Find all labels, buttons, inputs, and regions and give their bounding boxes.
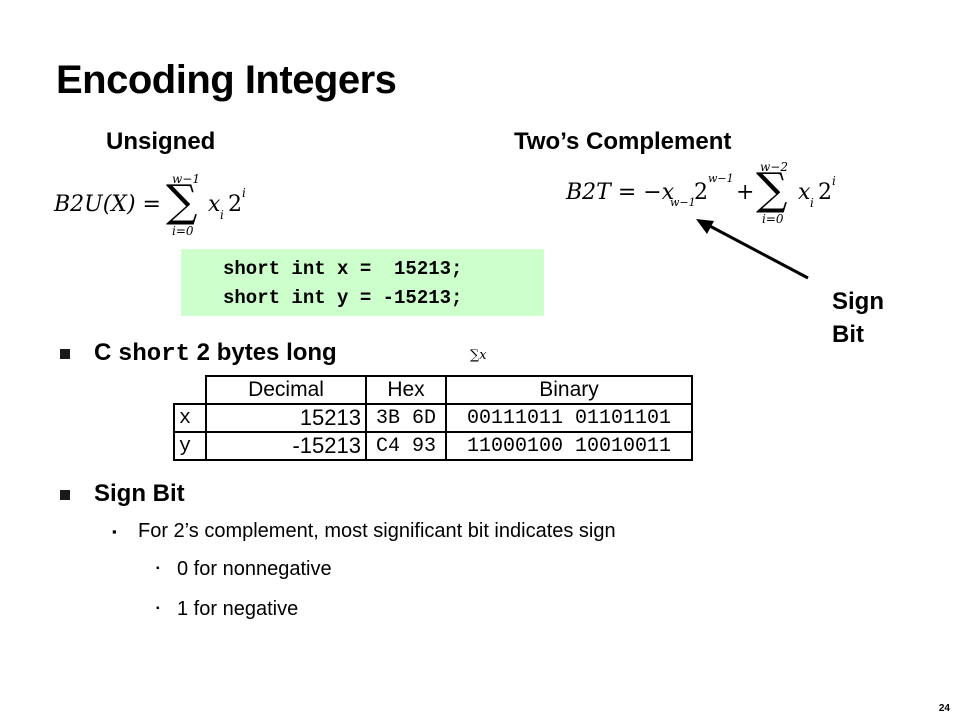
encoding-table: Decimal Hex Binary x 15213 3B 6D 0011101…	[173, 375, 693, 461]
bullet-short-prefix: C	[94, 339, 118, 366]
sign-bit-label: Sign Bit	[832, 285, 884, 351]
bullet-short-size: C short 2 bytes long	[94, 339, 337, 368]
table-header-binary: Binary	[445, 375, 693, 405]
table-header-hex: Hex	[365, 375, 447, 405]
bullet-square	[60, 490, 70, 500]
table-row-label: y	[173, 431, 207, 461]
code-line-2: short int y = -15213;	[223, 287, 463, 309]
bullet-short-suffix: 2 bytes long	[190, 339, 337, 366]
table-cell-decimal: 15213	[205, 403, 367, 433]
table-cell-binary: 00111011 01101101	[445, 403, 693, 433]
table-cell-hex: 3B 6D	[365, 403, 447, 433]
b2t-sub1: w−1	[670, 196, 696, 209]
b2t-base: 2	[694, 180, 708, 205]
table-corner	[174, 376, 207, 405]
b2u-exp: i	[242, 186, 246, 200]
bullet-short-code: short	[118, 341, 191, 368]
sigma-symbol-2: ∑	[756, 164, 788, 215]
sigma-symbol: ∑	[166, 176, 198, 227]
b2u-sum-bottom: i=0	[172, 224, 194, 238]
slide-title: Encoding Integers	[56, 58, 397, 102]
b2t-exp1: w−1	[708, 172, 734, 185]
b2u-term: x	[208, 192, 221, 217]
small-sum-term: x	[479, 348, 487, 363]
table-cell-binary: 11000100 10010011	[445, 431, 693, 461]
b2u-sub: i	[220, 208, 224, 222]
b2u-base: 2	[228, 192, 242, 217]
b2t-sum-top: w−2	[760, 160, 788, 174]
sub-bullet-mark: ▪	[112, 524, 117, 539]
b2t-sub: i	[810, 196, 814, 210]
heading-twos-complement: Two’s Complement	[514, 128, 732, 155]
b2t-formula: B2T = −x w−1 2 w−1 + w−2 ∑ i=0 x i 2 i	[566, 158, 846, 230]
slide-number: 24	[938, 703, 950, 714]
b2t-term: x	[798, 180, 811, 205]
table-row: x 15213 3B 6D 00111011 01101101	[173, 403, 693, 433]
table-row-label: x	[173, 403, 207, 433]
b2u-lhs: B2U(X) =	[54, 192, 161, 217]
code-block: short int x = 15213; short int y = -1521…	[181, 249, 544, 316]
b2t-exp2: i	[832, 174, 836, 188]
b2u-sum-top: w−1	[172, 172, 200, 186]
sub-sub-bullet-mark: ▪	[156, 603, 160, 614]
table-row: y -15213 C4 93 11000100 10010011	[173, 431, 693, 461]
b2t-lhs: B2T = −x	[566, 180, 675, 205]
code-line-1: short int x = 15213;	[223, 258, 463, 280]
sub-sub-bullet-negative: 1 for negative	[177, 598, 299, 620]
table-cell-hex: C4 93	[365, 431, 447, 461]
b2u-formula: B2U(X) = w−1 ∑ i=0 x i 2 i	[54, 166, 254, 238]
sub-sub-bullet-nonnegative: 0 for nonnegative	[177, 558, 332, 580]
sub-sub-bullet-mark: ▪	[156, 563, 160, 574]
table-header-row: Decimal Hex Binary	[174, 375, 693, 405]
b2t-sum-bottom: i=0	[762, 212, 784, 226]
sub-bullet-twos: For 2’s complement, most significant bit…	[138, 520, 616, 542]
b2t-base2: 2	[818, 180, 832, 205]
bullet-sign-bit: Sign Bit	[94, 480, 185, 507]
sign-bit-label-line1: Sign	[832, 288, 884, 315]
sign-bit-label-line2: Bit	[832, 321, 864, 348]
table-cell-decimal: -15213	[205, 431, 367, 461]
heading-unsigned: Unsigned	[106, 128, 216, 155]
bullet-square	[60, 349, 70, 359]
table-header-decimal: Decimal	[205, 375, 367, 405]
b2t-plus: +	[736, 180, 755, 205]
small-sum-glyph: ∑x	[470, 348, 487, 363]
